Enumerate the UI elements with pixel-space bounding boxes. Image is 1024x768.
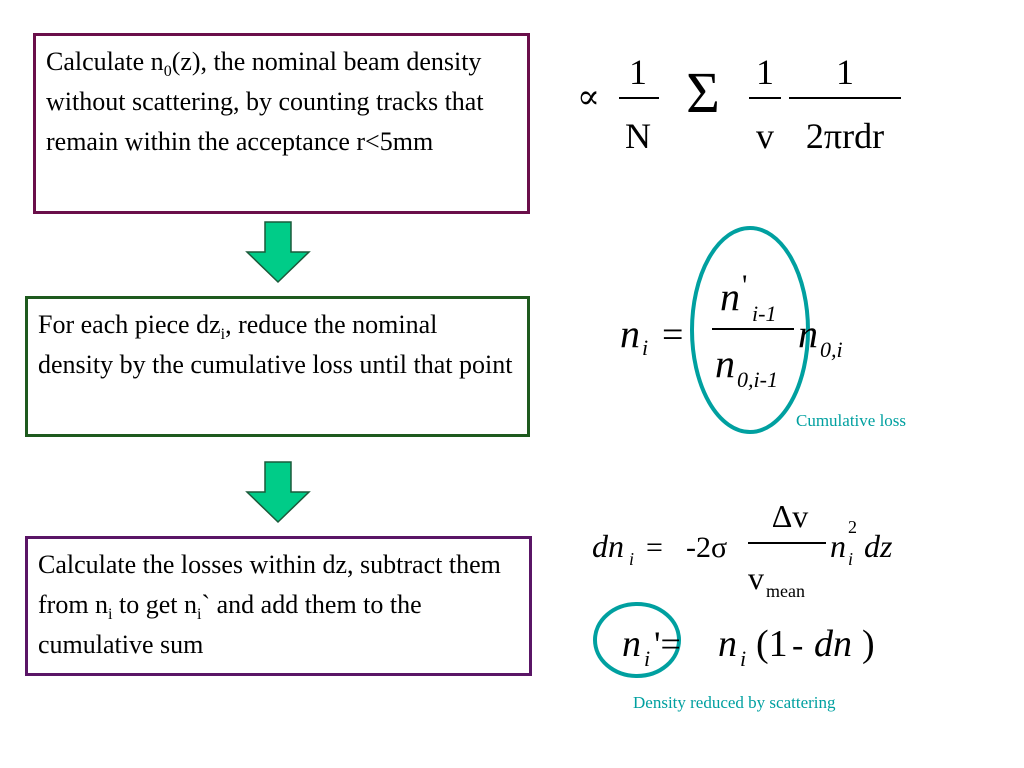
eq1-denominator-N: N xyxy=(625,116,651,156)
eq2-num-subscript: i-1 xyxy=(752,301,776,326)
eq3-equals: = xyxy=(646,531,663,564)
reduced-density-ellipse xyxy=(593,602,681,678)
step-3-text-start: Calculate the losses within dz, subtract… xyxy=(38,550,501,619)
proportional-symbol: ∝ xyxy=(577,79,600,116)
eq3-dz: dz xyxy=(864,528,893,564)
step-1-text-start: Calculate n xyxy=(46,47,164,76)
step-3-subscript-1: i xyxy=(108,606,113,624)
step-1-subscript: 0 xyxy=(163,63,172,81)
eq4-open-paren: (1 xyxy=(756,623,788,665)
step-2-text-start: For each piece dz xyxy=(38,310,221,339)
eq1-numerator-3: 1 xyxy=(836,52,854,92)
eq3-denominator-v: v xyxy=(748,560,764,596)
eq2-equals: = xyxy=(662,314,683,356)
eq3-n: n xyxy=(830,528,846,564)
eq3-dn-subscript: i xyxy=(629,549,634,569)
equation-scattering-loss: dn i = -2σ Δv v mean n 2 i dz xyxy=(592,498,893,601)
equation-normalization: ∝ 1 N Σ 1 v 1 2πrdr xyxy=(577,52,901,156)
step-box-3: Calculate the losses within dz, subtract… xyxy=(25,536,532,676)
eq1-denominator-v: v xyxy=(756,116,774,156)
step-3-text-end: ` and add them to the cumulative sum xyxy=(38,590,422,659)
eq4-minus: - xyxy=(792,627,803,664)
down-arrow-1-icon xyxy=(245,221,311,284)
eq2-den-n: n xyxy=(715,341,735,386)
eq4-prime-equals: '= xyxy=(654,624,681,664)
eq4-subscript: i xyxy=(644,646,650,671)
eq2-num-n: n xyxy=(720,274,740,319)
step-2-text-end: , reduce the nominal density by the cumu… xyxy=(38,310,513,379)
eq1-numerator-1: 1 xyxy=(629,52,647,92)
eq2-den-subscript: 0,i-1 xyxy=(737,367,778,392)
eq2-rhs-subscript: 0,i xyxy=(820,337,843,362)
step-1-text-end: (z), the nominal beam density without sc… xyxy=(46,47,484,156)
eq3-coefficient: -2σ xyxy=(686,531,727,564)
eq4-n: n xyxy=(622,623,641,665)
caption-cumulative-loss: Cumulative loss xyxy=(796,411,907,430)
cumulative-loss-ellipse xyxy=(690,226,810,434)
eq3-dn: dn xyxy=(592,528,624,564)
step-2-subscript: i xyxy=(220,326,226,344)
eq3-superscript: 2 xyxy=(848,517,857,537)
eq1-denominator-2pirdr: 2πrdr xyxy=(806,116,884,156)
caption-density-reduced: Density reduced by scattering xyxy=(633,693,836,712)
eq4-subscript-2: i xyxy=(740,646,746,671)
equation-density-update: n i = n ' i-1 n 0,i-1 n 0,i xyxy=(620,226,843,434)
step-3-text-mid: to get n xyxy=(112,590,197,619)
down-arrow-2-icon xyxy=(245,461,311,524)
eq3-numerator: Δv xyxy=(772,498,809,534)
eq2-prime: ' xyxy=(742,269,747,302)
eq2-lhs-n: n xyxy=(620,311,640,356)
eq1-numerator-2: 1 xyxy=(756,52,774,92)
eq3-n-subscript: i xyxy=(848,549,853,569)
step-box-1: Calculate n0(z), the nominal beam densit… xyxy=(33,33,530,214)
step-3-subscript-2: i xyxy=(197,606,202,624)
eq2-rhs-n: n xyxy=(798,311,818,356)
eq4-dn: dn xyxy=(814,623,852,665)
eq3-denominator-subscript: mean xyxy=(766,581,805,601)
equation-reduced-density: n i '= n i (1 - dn ) xyxy=(593,602,875,678)
eq4-n2: n xyxy=(718,623,737,665)
eq4-close-paren: ) xyxy=(862,623,875,665)
sigma-symbol: Σ xyxy=(686,60,720,125)
step-box-2: For each piece dzi, reduce the nominal d… xyxy=(25,296,530,437)
eq2-lhs-subscript: i xyxy=(642,335,648,360)
